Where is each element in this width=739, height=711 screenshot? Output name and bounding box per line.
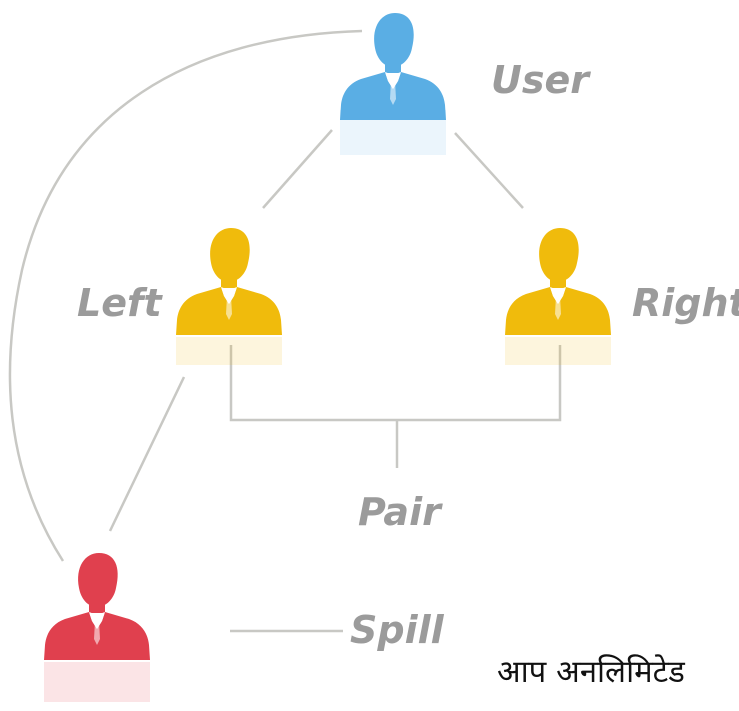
right-label: Right: [632, 281, 739, 325]
left-person-icon: [176, 228, 282, 335]
right-node: Right: [505, 228, 739, 365]
left-spill-connector: [108, 376, 186, 532]
spill-person-icon: [44, 553, 150, 660]
spill-label: Spill: [350, 608, 445, 652]
user-right-connector: [454, 132, 524, 209]
caption-text: आप अनलिमिटेड: [497, 654, 685, 690]
pair-bracket-connector: [229, 345, 562, 422]
left-label: Left: [77, 281, 164, 325]
left-reflection: [176, 337, 282, 365]
user-left-connector: [262, 129, 333, 209]
pair-label: Pair: [358, 490, 443, 534]
user-person-icon: [340, 13, 446, 120]
user-label: User: [491, 58, 591, 102]
user-reflection: [340, 110, 446, 155]
user-node: User: [340, 13, 591, 155]
right-person-icon: [505, 228, 611, 335]
connectors: [8, 29, 562, 633]
right-reflection: [505, 337, 611, 365]
spill-node: Spill: [44, 553, 445, 702]
spill-arc-connector: [8, 29, 363, 562]
spill-reflection: [44, 662, 150, 702]
left-node: Left: [77, 228, 282, 365]
